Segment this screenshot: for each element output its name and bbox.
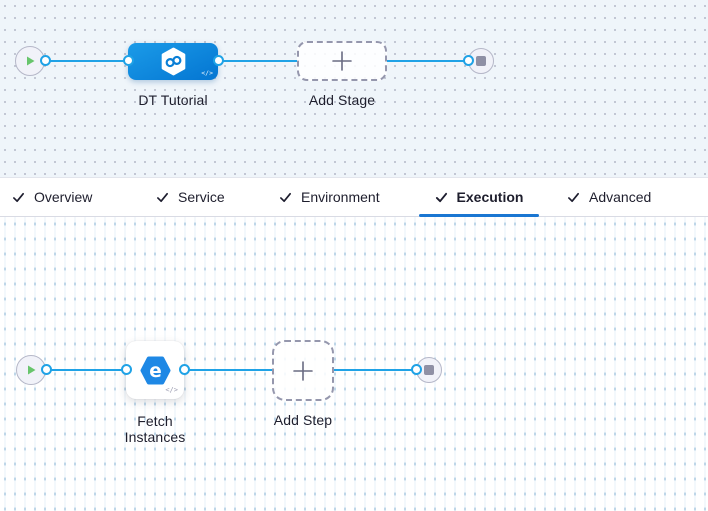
connector-dot	[463, 55, 474, 66]
add-step-button[interactable]	[272, 340, 334, 401]
stop-icon	[476, 56, 486, 66]
connector-line	[387, 60, 469, 62]
stage-label: DT Tutorial	[138, 92, 208, 108]
connector-line	[334, 369, 417, 371]
connector-dot	[411, 364, 422, 375]
stage-config-tabbar: Overview Service Environment Execution A…	[0, 178, 708, 217]
plus-icon	[332, 51, 352, 71]
fetch-instances-icon: e	[139, 355, 171, 385]
play-icon	[27, 56, 35, 66]
tab-overview[interactable]: Overview	[12, 178, 92, 216]
tab-label: Service	[178, 189, 225, 205]
connector-dot	[41, 364, 52, 375]
step-label: Fetch Instances	[124, 413, 186, 445]
tab-environment[interactable]: Environment	[279, 178, 380, 216]
play-icon	[28, 365, 36, 375]
connector-line	[46, 369, 127, 371]
connector-dot	[179, 364, 190, 375]
execution-graph-canvas[interactable]: e </> Fetch Instances Add Step	[0, 217, 708, 511]
code-icon: </>	[165, 386, 178, 394]
tab-label: Advanced	[589, 189, 652, 205]
add-step-label: Add Step	[273, 412, 333, 428]
connector-line	[218, 60, 297, 62]
tab-service[interactable]: Service	[156, 178, 225, 216]
stop-icon	[424, 365, 434, 375]
check-icon	[280, 192, 291, 202]
execution-end-node	[416, 357, 442, 383]
stage-node-dt-tutorial[interactable]: </>	[128, 43, 218, 80]
code-icon: </>	[201, 68, 213, 77]
connector-dot	[123, 55, 134, 66]
connector-dot	[121, 364, 132, 375]
connector-line	[184, 369, 272, 371]
connector-dot	[40, 55, 51, 66]
execution-start-node	[16, 355, 46, 385]
pipeline-infinity-icon	[161, 47, 185, 76]
tab-label: Execution	[456, 189, 524, 205]
tab-execution[interactable]: Execution	[419, 178, 539, 217]
plus-icon	[293, 360, 313, 381]
check-icon	[157, 192, 168, 202]
add-stage-button[interactable]	[297, 41, 387, 81]
svg-text:e: e	[149, 360, 161, 381]
check-icon	[13, 192, 24, 202]
tab-label: Overview	[34, 189, 93, 205]
tab-label: Environment	[301, 189, 380, 205]
check-icon	[435, 192, 447, 202]
stage-graph-canvas[interactable]: </> DT Tutorial Add Stage	[0, 0, 708, 178]
add-stage-label: Add Stage	[308, 92, 376, 108]
connector-line	[45, 60, 130, 62]
connector-dot	[213, 55, 224, 66]
check-icon	[568, 192, 579, 202]
tab-advanced[interactable]: Advanced	[567, 178, 651, 216]
step-node-fetch-instances[interactable]: e </>	[126, 341, 184, 399]
